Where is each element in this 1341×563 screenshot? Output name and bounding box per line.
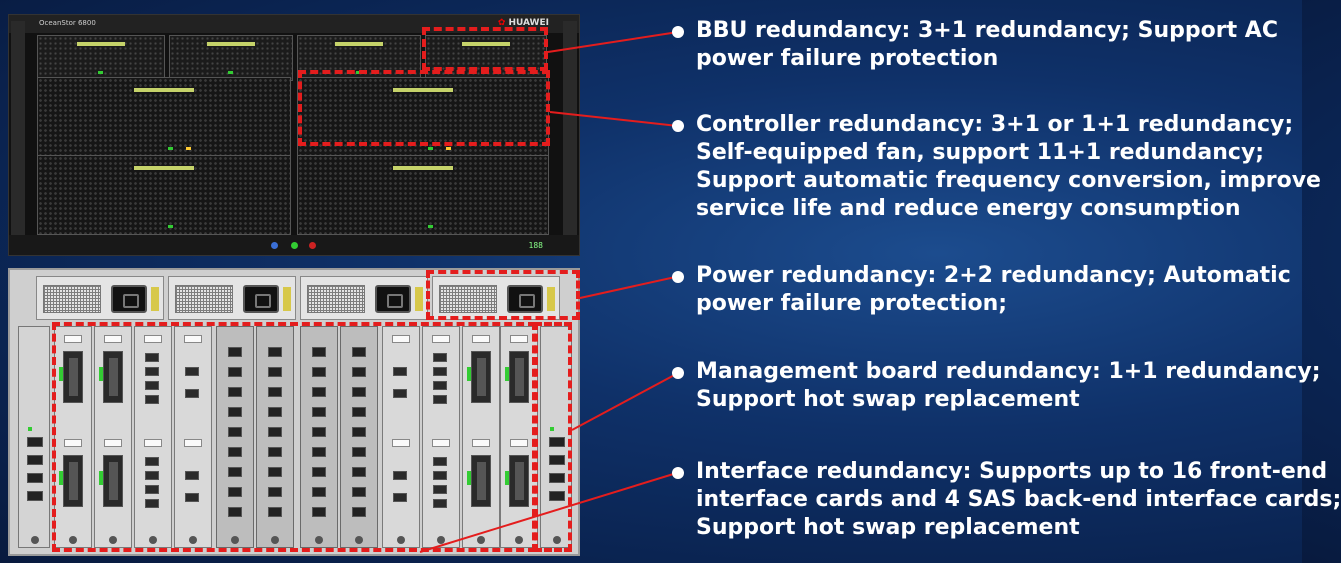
bullet-dot-icon [672, 467, 684, 479]
bbu-connector [547, 31, 679, 53]
controller-module [37, 155, 291, 235]
brand-text: HUAWEI [508, 18, 549, 28]
huawei-logo-icon: ✿ [497, 18, 506, 28]
interface-card [94, 326, 132, 548]
bullet-line: Interface redundancy: Supports up to 16 … [696, 459, 1328, 484]
power-socket-icon [243, 285, 279, 313]
status-led-icon [291, 242, 298, 249]
power-socket-icon [507, 285, 543, 313]
bullet-line: Self-equipped fan, support 11+1 redundan… [696, 140, 1265, 165]
management-connector [571, 371, 681, 431]
rear-panel-image [8, 268, 580, 556]
front-bottom-bar: 188 [9, 235, 579, 255]
left-rack-ear [11, 21, 25, 247]
interface-card [382, 326, 420, 548]
controller-connector [549, 111, 679, 127]
connector-lines [419, 31, 681, 553]
interface-card [422, 326, 460, 548]
sas-interface-card [340, 326, 378, 548]
brand-label: ✿HUAWEI [498, 18, 549, 28]
bullet-dot-icon [672, 271, 684, 283]
sas-interface-card [216, 326, 254, 548]
controller-module [37, 77, 291, 157]
interface-card [462, 326, 500, 548]
bbu-highlight-box [422, 27, 548, 71]
interface-card [134, 326, 172, 548]
management-board [18, 326, 50, 548]
bullet-line: Support hot swap replacement [696, 515, 1080, 540]
management-highlight-box [534, 322, 572, 552]
interface-connector [419, 471, 681, 553]
bullet-line: Management board redundancy: 1+1 redunda… [696, 359, 1321, 384]
right-rack-ear [563, 21, 577, 247]
bullet-line: interface cards and 4 SAS back-end inter… [696, 487, 1341, 512]
bullet-line: BBU redundancy: 3+1 redundancy; Support … [696, 18, 1278, 43]
bullet-line: power failure protection [696, 46, 999, 71]
interface-card [174, 326, 212, 548]
controller-module [297, 155, 549, 235]
power-supply-unit [300, 276, 428, 320]
redundancy-bullet-list: BBU redundancy: 3+1 redundancy; Support … [672, 0, 1341, 563]
sas-interface-card [300, 326, 338, 548]
model-label: OceanStor 6800 [39, 19, 96, 27]
alarm-led-icon [309, 242, 316, 249]
bullet-line: Power redundancy: 2+2 redundancy; Automa… [696, 263, 1291, 288]
bullet-line: Controller redundancy: 3+1 or 1+1 redund… [696, 112, 1294, 137]
bullet-dot-icon [672, 367, 684, 379]
bullet-line: Support hot swap replacement [696, 387, 1080, 412]
bullet-line: service life and reduce energy consumpti… [696, 196, 1241, 221]
bbu-module [169, 35, 293, 81]
power-highlight-box [426, 270, 580, 320]
interface-card [54, 326, 92, 548]
sas-interface-card [256, 326, 294, 548]
bullet-dot-icon [672, 26, 684, 38]
bullet-line: Support automatic frequency conversion, … [696, 168, 1321, 193]
power-supply-unit [36, 276, 164, 320]
bullet-line: power failure protection; [696, 291, 1008, 316]
power-supply-unit [432, 276, 560, 320]
power-button-icon [271, 242, 278, 249]
front-display: 188 [528, 241, 543, 250]
power-connector [579, 275, 681, 299]
power-supply-unit [168, 276, 296, 320]
controller-highlight-box [298, 70, 550, 146]
front-panel-image: OceanStor 6800 ✿HUAWEI 188 [8, 14, 580, 256]
bullet-dot-icon [672, 120, 684, 132]
bbu-module [37, 35, 165, 81]
power-socket-icon [375, 285, 411, 313]
power-socket-icon [111, 285, 147, 313]
